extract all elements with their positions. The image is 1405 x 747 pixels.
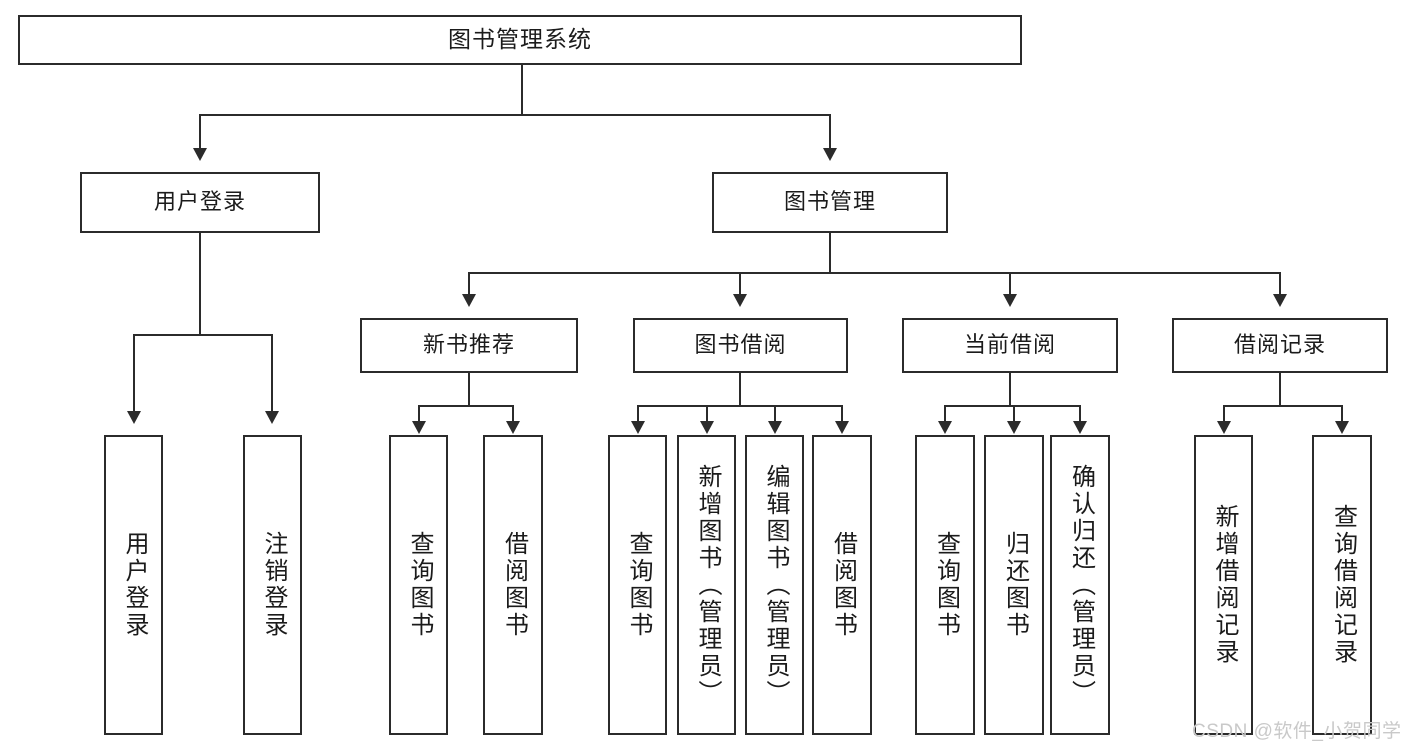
connector-user-login-stem	[199, 233, 201, 335]
arrowhead-leaf-bb-add	[700, 421, 714, 434]
connector-drop-new-book	[468, 272, 470, 294]
leaf-nb-borrow-book[interactable]: 借阅图书	[483, 435, 543, 735]
arrowhead-leaf-bb-query	[631, 421, 645, 434]
arrowhead-leaf-br-query	[1335, 421, 1349, 434]
node-label: 当前借阅	[963, 332, 1056, 358]
connector-drop-leaf-bb-borrow	[841, 405, 843, 422]
node-label: 确认归还（管理员）	[1067, 463, 1095, 707]
connector-drop-leaf-cb-return	[1013, 405, 1015, 422]
leaf-cb-query-book[interactable]: 查询图书	[915, 435, 975, 735]
connector-user-login-bus	[133, 334, 273, 336]
node-label: 新书推荐	[422, 332, 515, 358]
connector-drop-leaf-br-query	[1341, 405, 1343, 422]
connector-drop-leaf-bb-edit	[774, 405, 776, 422]
connector-borrow-record-bus	[1223, 405, 1342, 407]
connector-drop-borrow-record	[1279, 272, 1281, 294]
connector-drop-leaf-nb-query	[418, 405, 420, 422]
arrowhead-borrow-record	[1273, 294, 1287, 307]
arrowhead-leaf-bb-edit	[768, 421, 782, 434]
leaf-bb-borrow-book[interactable]: 借阅图书	[812, 435, 872, 735]
node-new-book-recommend[interactable]: 新书推荐	[360, 318, 578, 373]
connector-current-borrow-stem	[1009, 373, 1011, 406]
connector-borrow-record-stem	[1279, 373, 1281, 406]
node-book-borrow[interactable]: 图书借阅	[633, 318, 848, 373]
arrowhead-leaf-cb-return	[1007, 421, 1021, 434]
leaf-cb-return-book[interactable]: 归还图书	[984, 435, 1044, 735]
node-label: 编辑图书（管理员）	[761, 463, 789, 707]
arrowhead-book-borrow	[733, 294, 747, 307]
arrowhead-leaf-br-add	[1217, 421, 1231, 434]
connector-drop-leaf-nb-borrow	[512, 405, 514, 422]
leaf-bb-edit-book[interactable]: 编辑图书（管理员）	[745, 435, 804, 735]
arrowhead-user-login	[193, 148, 207, 161]
node-label: 注销登录	[259, 531, 287, 639]
leaf-bb-query-book[interactable]: 查询图书	[608, 435, 667, 735]
node-label: 用户登录	[153, 189, 246, 215]
connector-root-stem	[521, 65, 523, 115]
connector-new-book-bus	[418, 405, 514, 407]
node-label: 借阅图书	[500, 531, 528, 639]
node-root-system[interactable]: 图书管理系统	[18, 15, 1022, 65]
connector-drop-leaf-logout	[271, 334, 273, 411]
node-label: 借阅记录	[1233, 332, 1326, 358]
arrowhead-leaf-logout	[265, 411, 279, 424]
arrowhead-leaf-bb-borrow	[835, 421, 849, 434]
arrowhead-leaf-nb-query	[412, 421, 426, 434]
leaf-logout[interactable]: 注销登录	[243, 435, 302, 735]
leaf-bb-add-book[interactable]: 新增图书（管理员）	[677, 435, 736, 735]
connector-new-book-stem	[468, 373, 470, 406]
node-label: 归还图书	[1001, 531, 1029, 639]
connector-level3-bus	[468, 272, 1280, 274]
leaf-user-login[interactable]: 用户登录	[104, 435, 163, 735]
connector-drop-book-borrow	[739, 272, 741, 294]
node-user-login[interactable]: 用户登录	[80, 172, 320, 233]
connector-drop-leaf-br-add	[1223, 405, 1225, 422]
node-label: 查询图书	[932, 531, 960, 639]
connector-drop-current-borrow	[1009, 272, 1011, 294]
node-book-management[interactable]: 图书管理	[712, 172, 948, 233]
arrowhead-new-book	[462, 294, 476, 307]
connector-drop-leaf-user-login	[133, 334, 135, 411]
node-label: 图书借阅	[694, 332, 787, 358]
connector-book-borrow-bus	[637, 405, 842, 407]
node-borrow-record[interactable]: 借阅记录	[1172, 318, 1388, 373]
connector-drop-book-mgmt	[829, 114, 831, 148]
connector-drop-leaf-cb-query	[944, 405, 946, 422]
connector-current-borrow-bus	[944, 405, 1080, 407]
node-label: 用户登录	[120, 531, 148, 639]
connector-book-mgmt-stem	[829, 233, 831, 273]
arrowhead-leaf-nb-borrow	[506, 421, 520, 434]
leaf-cb-confirm-return[interactable]: 确认归还（管理员）	[1050, 435, 1110, 735]
arrowhead-current-borrow	[1003, 294, 1017, 307]
node-label: 图书管理系统	[448, 26, 592, 53]
connector-level2-bus	[199, 114, 831, 116]
leaf-nb-query-book[interactable]: 查询图书	[389, 435, 448, 735]
node-current-borrow[interactable]: 当前借阅	[902, 318, 1118, 373]
connector-drop-user-login	[199, 114, 201, 148]
arrowhead-book-mgmt	[823, 148, 837, 161]
connector-drop-leaf-cb-confirm	[1079, 405, 1081, 422]
connector-drop-leaf-bb-query	[637, 405, 639, 422]
node-label: 新增借阅记录	[1210, 504, 1238, 666]
leaf-br-add-record[interactable]: 新增借阅记录	[1194, 435, 1253, 735]
node-label: 新增图书（管理员）	[693, 463, 721, 707]
node-label: 查询图书	[405, 531, 433, 639]
arrowhead-leaf-cb-confirm	[1073, 421, 1087, 434]
node-label: 查询图书	[624, 531, 652, 639]
arrowhead-leaf-cb-query	[938, 421, 952, 434]
arrowhead-leaf-user-login	[127, 411, 141, 424]
leaf-br-query-record[interactable]: 查询借阅记录	[1312, 435, 1372, 735]
node-label: 借阅图书	[829, 531, 857, 639]
connector-drop-leaf-bb-add	[706, 405, 708, 422]
node-label: 查询借阅记录	[1329, 504, 1357, 666]
node-label: 图书管理	[783, 189, 876, 215]
connector-book-borrow-stem	[739, 373, 741, 406]
